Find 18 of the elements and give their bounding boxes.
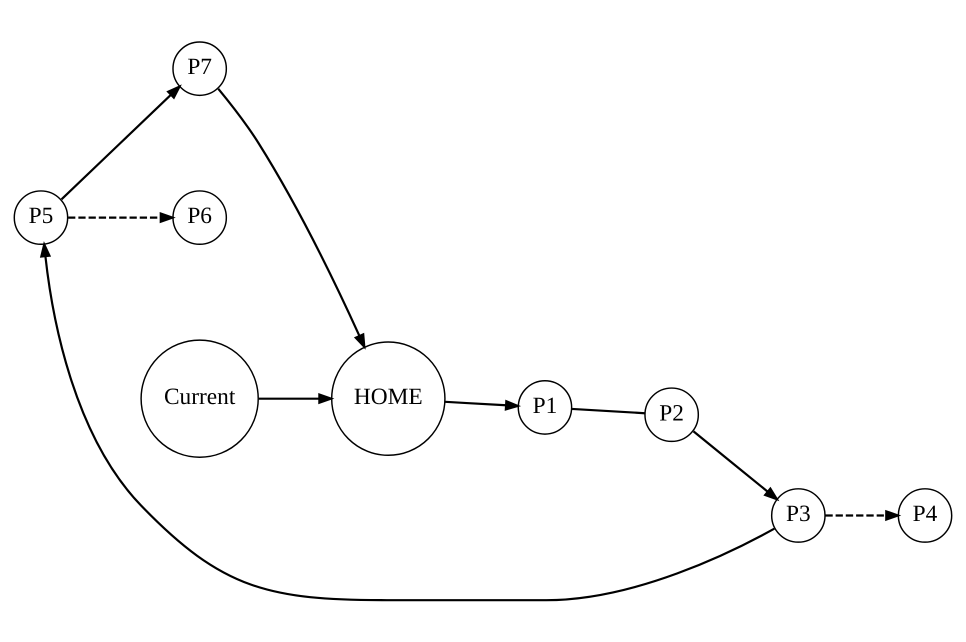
arrow — [68, 212, 176, 224]
arrow — [445, 400, 522, 411]
node-circle: P5 — [14, 190, 68, 246]
node-circle: P7 — [172, 41, 228, 96]
arrow — [217, 88, 366, 350]
node-circle: HOME — [330, 341, 446, 456]
arrow — [60, 84, 182, 200]
node-circle: P3 — [770, 488, 826, 543]
node-circle: P1 — [518, 380, 572, 435]
node-circle: P4 — [898, 488, 952, 543]
arrow — [692, 430, 780, 502]
node-circle: P6 — [172, 190, 228, 246]
connector — [572, 408, 645, 414]
arrow — [258, 393, 334, 404]
node-circle: Current — [140, 339, 259, 458]
node-circle: P2 — [644, 387, 700, 442]
arrow — [825, 510, 902, 522]
arrow — [40, 241, 775, 602]
